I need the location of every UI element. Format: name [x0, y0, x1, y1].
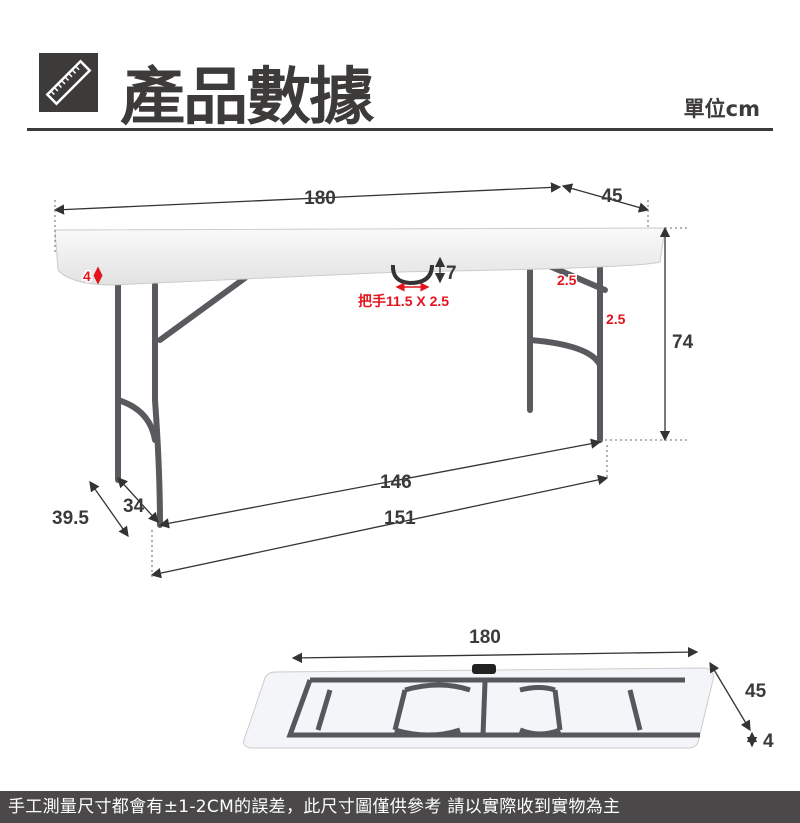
page-title: 產品數據 [120, 60, 374, 133]
disclaimer-footer: 手工測量尺寸都會有±1-2CM的誤差，此尺寸圖僅供參考 請以實際收到實物為主 [0, 791, 800, 823]
handle-size-label: 把手11.5 X 2.5 [358, 293, 449, 309]
folded-table-illustration [243, 664, 714, 749]
foot-outer-label: 39.5 [52, 508, 89, 529]
folded-width-label: 45 [745, 681, 767, 702]
leg-width-label: 2.5 [606, 311, 626, 327]
dimension-diagram: 180 45 74 4 7 把手11.5 X 2.5 2.5 2.5 146 1… [52, 182, 774, 752]
handle-height-label: 7 [446, 263, 457, 284]
top-thickness-label: 4 [83, 268, 91, 284]
foot-inner-label: 34 [123, 496, 145, 517]
inner-leg-span-label: 146 [380, 472, 412, 493]
brace-width-label: 2.5 [557, 272, 577, 288]
unit-label: 單位cm [683, 97, 760, 121]
folded-thickness-label: 4 [763, 731, 774, 752]
table-illustration [54, 227, 666, 528]
length-label: 180 [304, 188, 336, 209]
height-label: 74 [672, 332, 694, 353]
ruler-icon [39, 53, 98, 112]
width-label: 45 [601, 186, 623, 207]
header-divider [27, 128, 773, 131]
folded-length-label: 180 [469, 627, 501, 648]
outer-leg-span-label: 151 [384, 508, 416, 529]
